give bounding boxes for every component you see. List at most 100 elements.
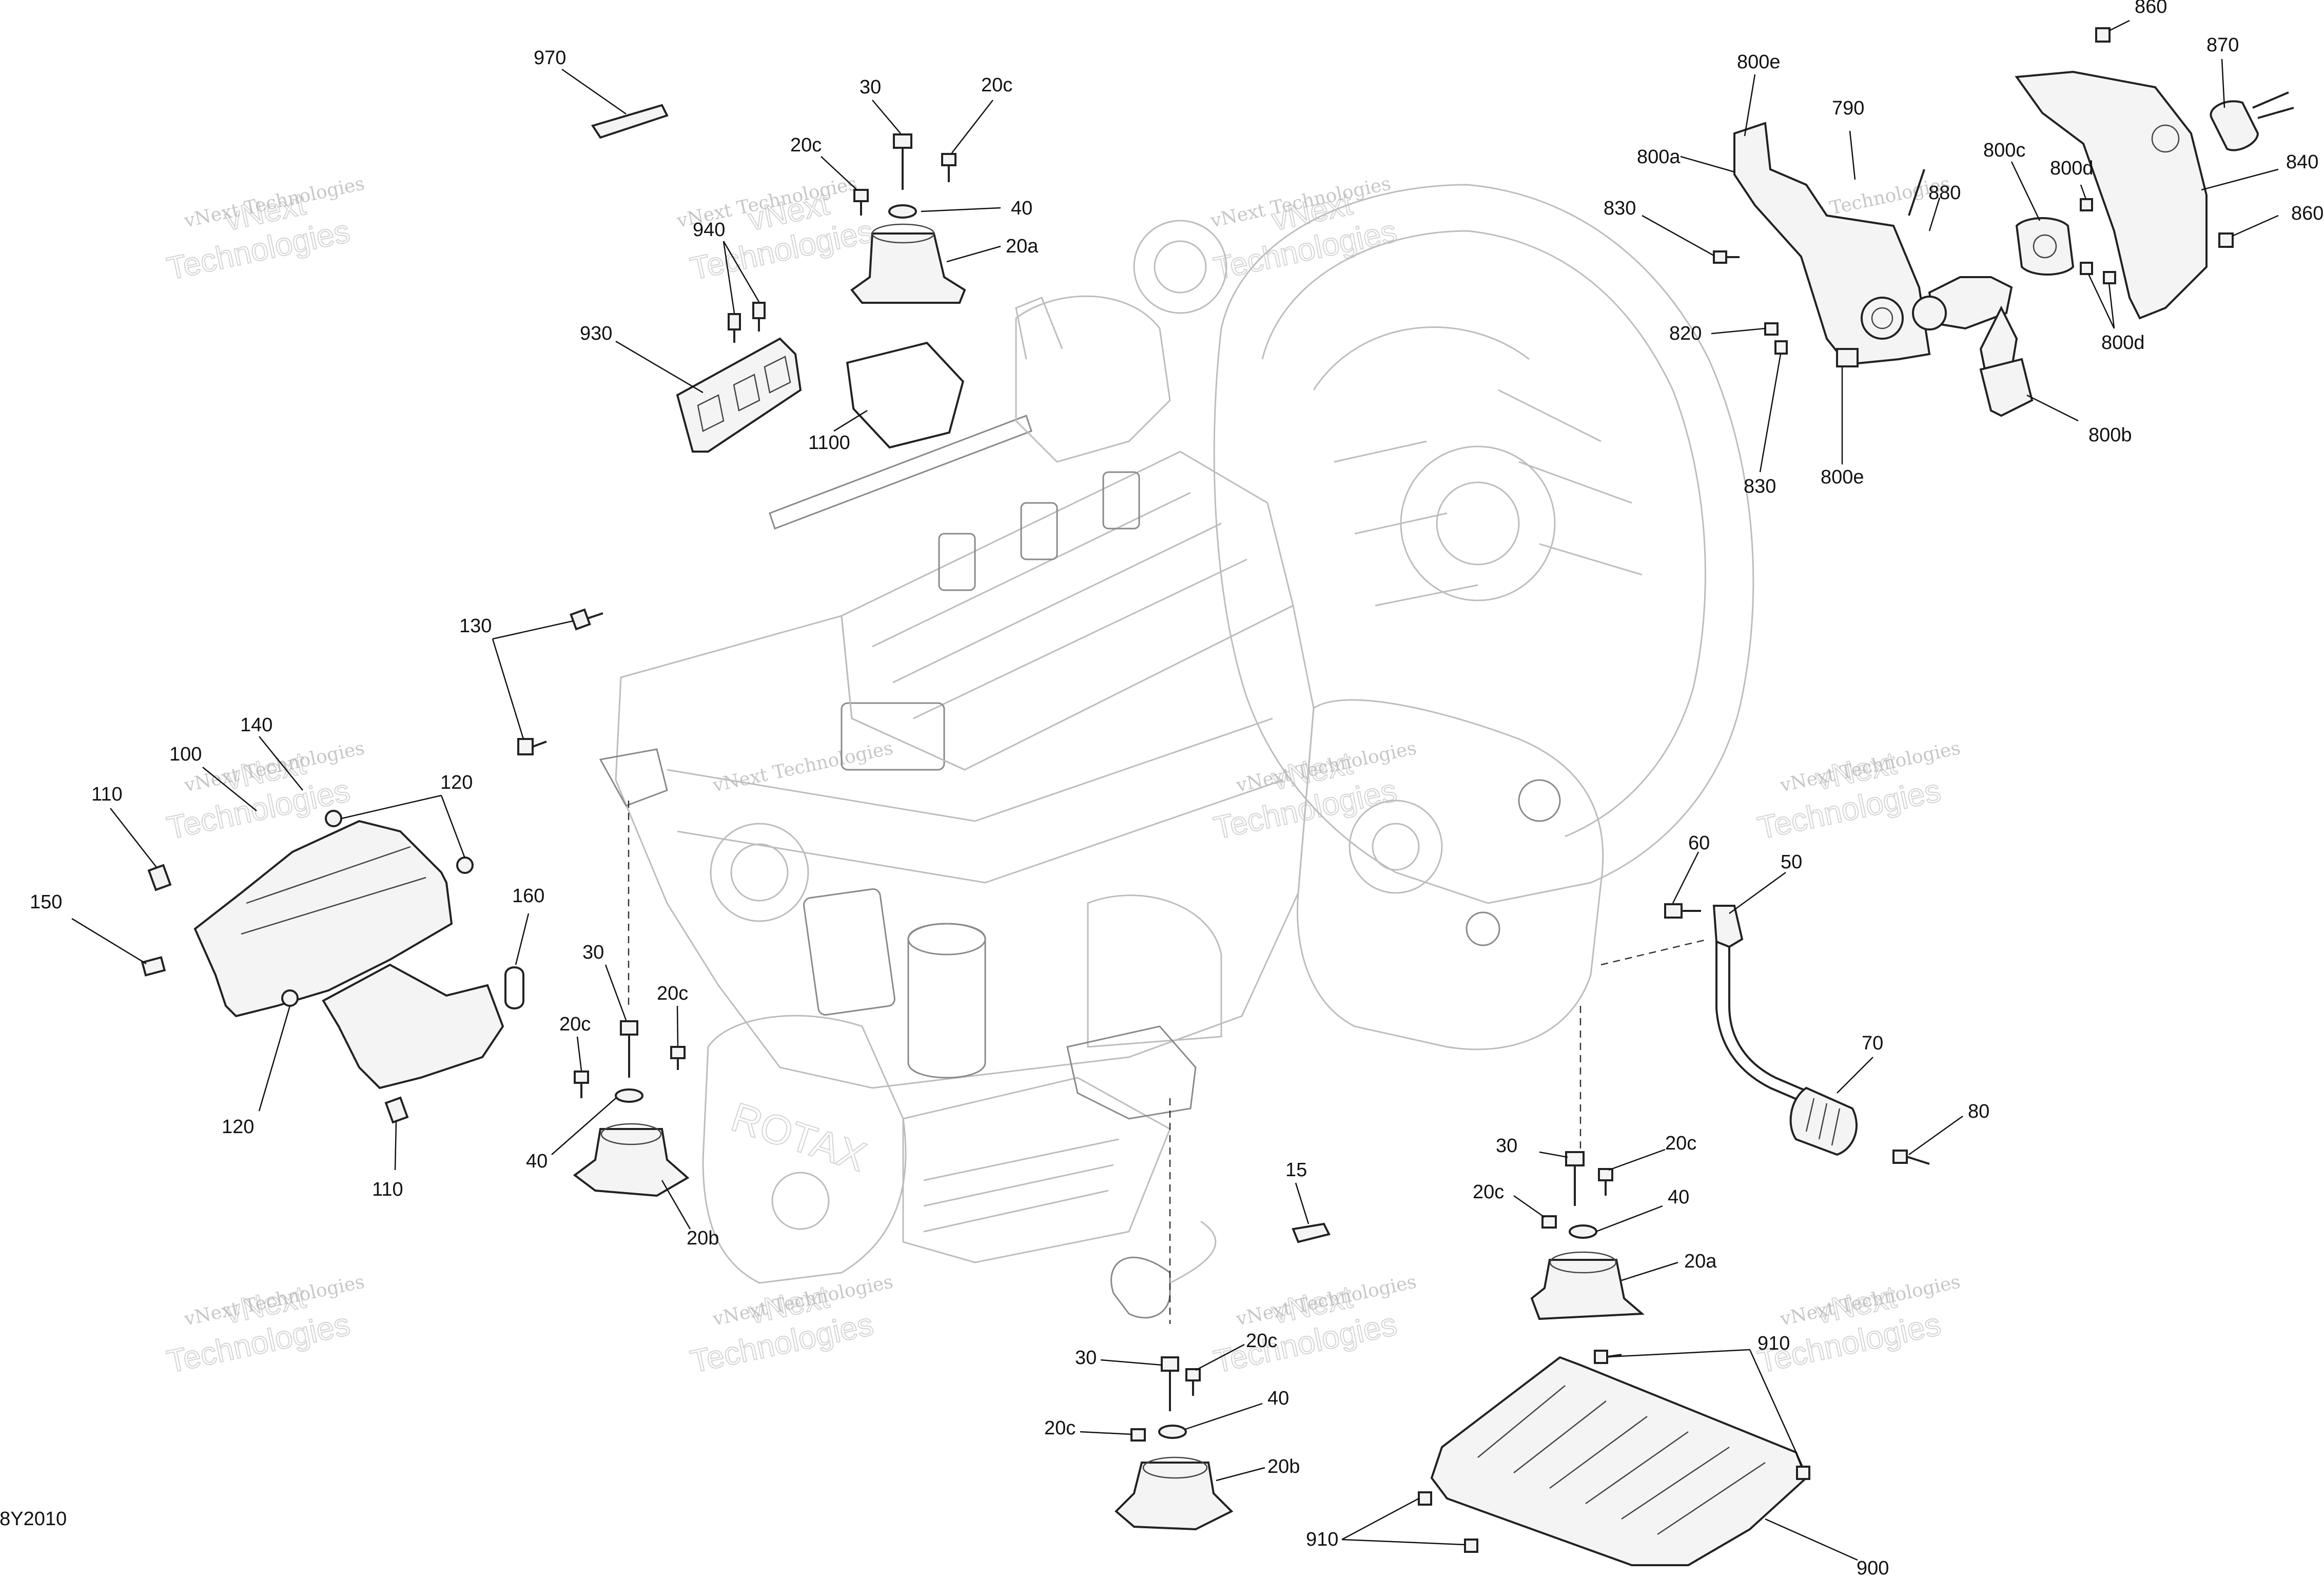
- key-switch-870: [2210, 100, 2259, 151]
- callout-800d: 800d: [2101, 332, 2145, 354]
- callout-800a: 800a: [1637, 146, 1681, 168]
- oil-pan-fins: [923, 1138, 1119, 1233]
- callout-840: 840: [2286, 151, 2318, 173]
- callout-900: 900: [1857, 1557, 1889, 1577]
- shift-shaft: [1518, 779, 1561, 822]
- callout-20c: 20c: [657, 983, 688, 1004]
- callout-30: 30: [1496, 1135, 1517, 1157]
- bolt-130: [570, 608, 591, 631]
- callout-860: 860: [2135, 0, 2167, 17]
- callout-20c: 20c: [1665, 1133, 1696, 1154]
- callout-30: 30: [582, 942, 604, 963]
- intake-manifold: [1015, 295, 1171, 463]
- clamp-160: [504, 966, 524, 1009]
- callout-870: 870: [2206, 34, 2239, 56]
- pedal-bracket-800: [1713, 122, 2116, 417]
- washer-40: [888, 204, 917, 219]
- sensor-800e: [1861, 297, 1904, 340]
- callout-820: 820: [1669, 323, 1702, 344]
- bolt-30-head: [620, 1020, 638, 1036]
- ignition-coil: [1020, 502, 1058, 560]
- clip-970: [591, 104, 669, 139]
- callout-15: 15: [1285, 1159, 1307, 1181]
- starter-motor: [710, 823, 809, 922]
- grommet-120: [456, 856, 474, 874]
- grommet-120: [325, 810, 342, 827]
- nut-20c: [853, 189, 869, 202]
- callout-800e: 800e: [1737, 51, 1781, 73]
- grip-70: [1789, 1086, 1858, 1156]
- callout-20a: 20a: [1006, 236, 1039, 257]
- mount-20b: [1115, 1462, 1234, 1531]
- valve-cover-ribs: [872, 492, 1247, 719]
- cvt-hub: [1400, 445, 1556, 601]
- bolt-910: [1594, 1350, 1608, 1364]
- bolt-830: [1713, 250, 1727, 264]
- bolt-30-head: [1161, 1356, 1179, 1372]
- bolt-940: [728, 302, 766, 343]
- nut-20c: [1130, 1428, 1146, 1442]
- shift-rod-50-head: [1712, 905, 1744, 948]
- nut-800d: [2080, 198, 2093, 211]
- shift-rod-50: [1728, 947, 1812, 1094]
- washer-40: [1569, 1224, 1597, 1239]
- bolt-30-head: [893, 133, 912, 149]
- callout-labels: 970 30 20c 20c 40 940 20a 930 1100 800e …: [30, 0, 2323, 1577]
- engine-block: [615, 604, 1315, 1089]
- gearbox-housing: [1297, 699, 1604, 1050]
- watermark-text: vNext Technologies: [711, 737, 895, 796]
- washer-40: [1158, 1425, 1187, 1439]
- throttle-body: [1133, 220, 1227, 314]
- throttle-bore: [1154, 240, 1207, 294]
- clip-150: [141, 956, 166, 977]
- callout-110: 110: [372, 1179, 403, 1200]
- callout-940: 940: [693, 219, 725, 241]
- callout-40: 40: [526, 1151, 548, 1172]
- nut-20c: [670, 1046, 686, 1059]
- nut-20c: [574, 1070, 589, 1084]
- callout-40: 40: [1668, 1186, 1689, 1208]
- callout-120: 120: [222, 1116, 254, 1138]
- callout-20c: 20c: [559, 1014, 591, 1035]
- oil-pan: [902, 1077, 1171, 1263]
- callout-110: 110: [91, 784, 123, 805]
- nut-860: [2095, 27, 2111, 43]
- cvt-cover-rim: [1261, 230, 1706, 838]
- pedal-cover-840: [2015, 70, 2208, 320]
- callout-830: 830: [1604, 198, 1636, 219]
- callout-970: 970: [534, 47, 566, 69]
- callout-1100: 1100: [808, 432, 850, 454]
- watermark-layer: vNext Technologies vNext Technologies vN…: [164, 173, 1962, 1380]
- bolt-910: [1796, 1466, 1810, 1480]
- callout-910: 910: [1306, 1529, 1338, 1550]
- callout-910: 910: [1757, 1333, 1790, 1354]
- ignition-coil: [938, 533, 976, 591]
- callout-70: 70: [1862, 1033, 1883, 1054]
- key-switch-key: [2252, 91, 2294, 119]
- alignment-line: [1600, 938, 1709, 966]
- nut-860: [2218, 232, 2234, 248]
- callout-20c: 20c: [1044, 1417, 1076, 1439]
- rear-mount-bracket: [599, 748, 668, 807]
- valve-cover-label: [841, 702, 945, 771]
- callout-20c: 20c: [1246, 1330, 1277, 1352]
- oil-filter: [907, 923, 986, 1079]
- nut-800d: [2080, 262, 2093, 275]
- callout-40: 40: [1267, 1388, 1289, 1409]
- skid-plate-ribs: [1477, 1385, 1766, 1535]
- clip-110: [384, 1096, 409, 1124]
- callout-40: 40: [1011, 198, 1032, 219]
- relay-box-slots: [697, 356, 791, 432]
- bolt-820: [1764, 322, 1779, 336]
- nut-20c: [941, 153, 956, 166]
- left-mount-stack: [573, 1020, 690, 1197]
- bolt-60: [1664, 903, 1683, 919]
- bolt-910: [1464, 1539, 1478, 1553]
- screw-80: [1892, 1150, 1908, 1164]
- oil-cooler: [803, 888, 895, 1016]
- cvt-cover: [1213, 184, 1754, 904]
- skid-plate-900: [1430, 1356, 1808, 1566]
- nut-20c: [1185, 1368, 1201, 1381]
